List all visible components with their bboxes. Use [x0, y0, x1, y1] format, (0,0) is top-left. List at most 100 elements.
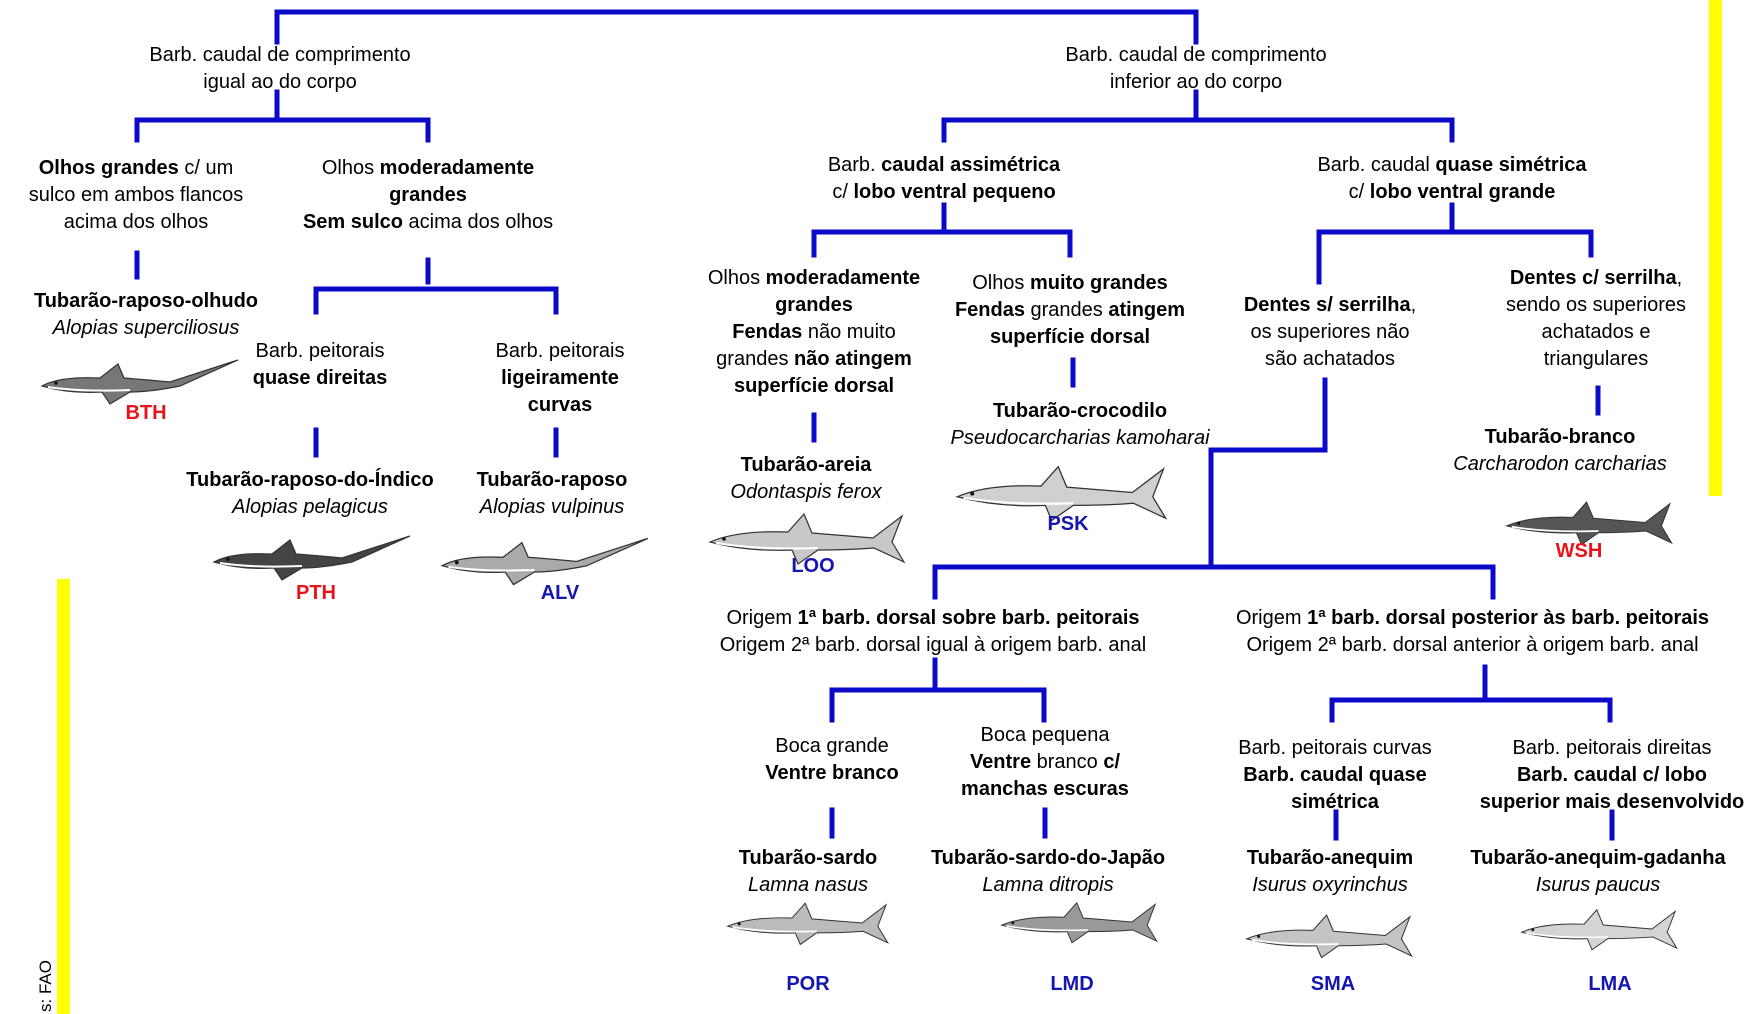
node-bold: 1ª barb. dorsal sobre barb. peitorais — [797, 607, 1140, 629]
node-eyes-very-big: Olhos muito grandes Fendas grandes ating… — [930, 270, 1210, 351]
node-bold: manchas escuras — [961, 778, 1129, 800]
node-text: , — [1676, 267, 1683, 289]
node-line: Barb. caudal de comprimento — [1065, 44, 1327, 66]
node-teeth-unserrated: Dentes s/ serrilha, os superiores não sã… — [1220, 292, 1440, 373]
shark-image — [1000, 898, 1160, 951]
node-pectoral-curved: Barb. peitorais ligeiramente curvas — [460, 338, 660, 419]
node-bold: simétrica — [1291, 791, 1379, 813]
species-common-name: Tubarão-raposo — [476, 469, 628, 491]
node-bold: superfície dorsal — [989, 326, 1151, 348]
node-line: acima dos olhos — [63, 211, 209, 233]
species-scientific-name: Isurus paucus — [1535, 874, 1661, 896]
fao-species-code: PTH — [296, 582, 336, 604]
node-text: Barb. caudal — [1317, 154, 1436, 176]
fao-species-code: LMD — [1050, 973, 1094, 995]
node-text: grandes — [716, 348, 795, 370]
node-caudal-asymmetric: Barb. caudal assimétrica c/ lobo ventral… — [794, 152, 1094, 206]
species-scientific-name: Lamna nasus — [747, 874, 869, 896]
fao-species-code: SMA — [1310, 973, 1356, 995]
shark-illustration — [726, 902, 889, 946]
shark-illustration — [708, 512, 906, 565]
fao-species-code: BTH — [125, 402, 167, 424]
species-common-name: Tubarão-crocodilo — [992, 400, 1168, 422]
species-common-name: Tubarão-branco — [1484, 426, 1636, 448]
node-bold: moderadamente — [765, 267, 921, 289]
shark-illustration — [40, 359, 239, 405]
yellow-bar-left — [57, 579, 70, 1014]
node-caudal-shorter: Barb. caudal de comprimento inferior ao … — [1046, 42, 1346, 96]
node-line: Barb. peitorais curvas — [1238, 737, 1432, 759]
species-scientific-name: Carcharodon carcharias — [1453, 453, 1667, 475]
node-text: branco — [1031, 751, 1104, 773]
node-bold: grandes — [775, 294, 853, 316]
node-bold: caudal assimétrica — [881, 154, 1061, 176]
node-text: Olhos — [972, 272, 1030, 294]
shark-image — [440, 530, 650, 598]
node-dorsal-posterior-pectorals: Origem 1ª barb. dorsal posterior às barb… — [1200, 605, 1745, 659]
node-text: não muito — [802, 321, 896, 343]
node-bold: não atingem — [794, 348, 912, 370]
node-text: c/ — [832, 181, 854, 203]
node-caudal-equal: Barb. caudal de comprimento igual ao do … — [130, 42, 430, 96]
node-bold: grandes — [389, 184, 467, 206]
shark-image — [212, 528, 412, 593]
species-common-name: Tubarão-areia — [740, 454, 872, 476]
yellow-bar-right — [1709, 0, 1722, 496]
node-line: Barb. caudal de comprimento — [149, 44, 411, 66]
fao-species-code: PSK — [1047, 513, 1089, 535]
species-scientific-name: Alopias vulpinus — [479, 496, 625, 518]
species-scientific-name: Pseudocarcharias kamoharai — [950, 427, 1210, 449]
fao-species-code: WSH — [1555, 540, 1603, 562]
node-bold: Ventre branco — [765, 762, 899, 784]
node-bold: Fendas — [954, 299, 1025, 321]
node-teeth-serrated: Dentes c/ serrilha, sendo os superiores … — [1476, 265, 1716, 373]
shark-illustration — [1505, 501, 1673, 546]
node-bold: Dentes s/ serrilha — [1243, 294, 1411, 316]
species-scientific-name: Lamna ditropis — [982, 874, 1114, 896]
shark-illustration — [1000, 901, 1159, 944]
shark-illustration — [1520, 908, 1679, 951]
node-line: Barb. peitorais — [255, 340, 385, 362]
node-caudal-symmetric: Barb. caudal quase simétrica c/ lobo ven… — [1282, 152, 1622, 206]
node-text: Olhos — [321, 157, 380, 179]
shark-image — [1520, 905, 1680, 958]
node-bold: 1ª barb. dorsal posterior às barb. peito… — [1307, 607, 1710, 629]
node-eyes-moderate: Olhos moderadamente grandes Fendas não m… — [684, 265, 944, 400]
node-bold: c/ — [1103, 751, 1121, 773]
node-text: c/ — [1348, 181, 1370, 203]
shark-illustration — [440, 537, 649, 586]
node-text: Barb. — [827, 154, 882, 176]
node-line: achatados e — [1541, 321, 1651, 343]
node-dorsal-over-pectorals: Origem 1ª barb. dorsal sobre barb. peito… — [688, 605, 1178, 659]
species-scientific-name: Odontaspis ferox — [730, 481, 882, 503]
species-common-name: Tubarão-sardo-do-Japão — [930, 847, 1166, 869]
image-credit: s: FAO — [36, 960, 55, 1012]
fao-species-code: LOO — [791, 555, 835, 577]
node-text: grandes — [1024, 299, 1109, 321]
node-line: Boca grande — [775, 735, 889, 757]
node-bold: curvas — [527, 394, 593, 416]
fao-species-code: ALV — [540, 582, 580, 604]
node-line: triangulares — [1543, 348, 1649, 370]
node-bold: Olhos grandes — [38, 157, 179, 179]
node-line: inferior ao do corpo — [1109, 71, 1283, 93]
shark-illustration — [212, 535, 411, 581]
shark-image — [40, 352, 240, 417]
node-text: , — [1410, 294, 1417, 316]
node-bold: Barb. caudal c/ lobo — [1516, 764, 1708, 786]
node-text: Origem — [1235, 607, 1308, 629]
shark-image — [726, 898, 891, 953]
fao-species-code: LMA — [1588, 973, 1632, 995]
node-pectoral-straight-2: Barb. peitorais direitas Barb. caudal c/… — [1468, 735, 1756, 816]
node-pectoral-curved-2: Barb. peitorais curvas Barb. caudal quas… — [1215, 735, 1455, 816]
node-line: Boca pequena — [980, 724, 1110, 746]
node-text: c/ um — [178, 157, 234, 179]
node-mouth-large: Boca grande Ventre branco — [722, 733, 942, 787]
